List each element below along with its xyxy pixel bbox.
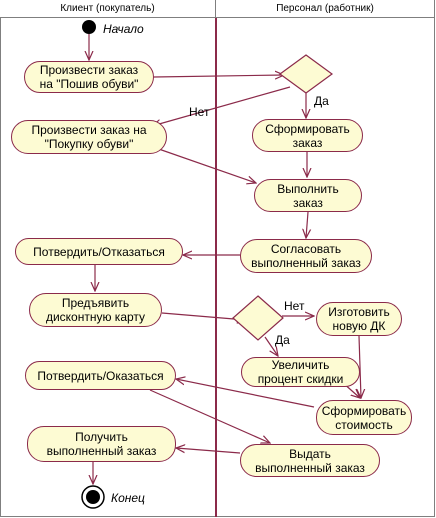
start-label: Начало	[103, 22, 144, 36]
activity-form-cost[interactable]: Сформировать стоимость	[316, 400, 412, 435]
activity-increase-discount[interactable]: Увеличить процент скидки	[241, 357, 360, 387]
lane-header-staff: Персонал (работник)	[216, 0, 434, 18]
end-label: Конец	[111, 491, 145, 505]
activity-order-buy[interactable]: Произвести заказ на "Покупку обуви"	[11, 120, 167, 154]
guard-yes-2: Да	[275, 333, 290, 347]
activity-present-card[interactable]: Предъявить дисконтную карту	[29, 293, 162, 327]
decision-1	[278, 54, 334, 94]
flow-order-sew-to-decision1	[153, 75, 284, 77]
swimlane-divider	[215, 18, 217, 517]
guard-no-1: Нет	[189, 105, 210, 119]
activity-make-card[interactable]: Изготовить новую ДК	[316, 302, 402, 336]
flow-confirm2-to-issue	[149, 389, 270, 443]
lane-header-client: Клиент (покупатель)	[0, 0, 216, 18]
flow-present-card-to-decision2	[161, 312, 246, 320]
flow-execute-to-agree	[306, 211, 308, 238]
activity-order-sew[interactable]: Произвести заказ на "Пошив обуви"	[24, 61, 154, 93]
decision-2	[232, 295, 284, 341]
flow-form-cost-to-confirm2	[176, 379, 315, 408]
flow-order-buy-to-execute	[152, 146, 256, 183]
activity-issue-order[interactable]: Выдать выполненный заказ	[240, 444, 380, 477]
activity-receive-order[interactable]: Получить выполненный заказ	[27, 426, 176, 462]
flow-decision1-to-order-buy	[152, 86, 291, 126]
activity-confirm-2[interactable]: Потвердить/Оказаться	[25, 361, 176, 390]
activity-confirm-1[interactable]: Потвердить/Отказаться	[15, 238, 183, 265]
flow-issue-to-receive	[176, 448, 241, 454]
flow-make-card-to-form-cost	[359, 335, 361, 398]
flow-decision2-to-increase	[264, 336, 278, 356]
activity-agree-done[interactable]: Согласовать выполненный заказ	[240, 239, 372, 273]
start-node	[82, 20, 96, 34]
end-node-inner	[86, 490, 100, 504]
guard-yes-1: Да	[314, 94, 329, 108]
activity-form-order[interactable]: Сформировать заказ	[252, 119, 363, 152]
activity-execute-order[interactable]: Выполнить заказ	[254, 179, 362, 212]
guard-no-2: Нет	[284, 299, 305, 313]
